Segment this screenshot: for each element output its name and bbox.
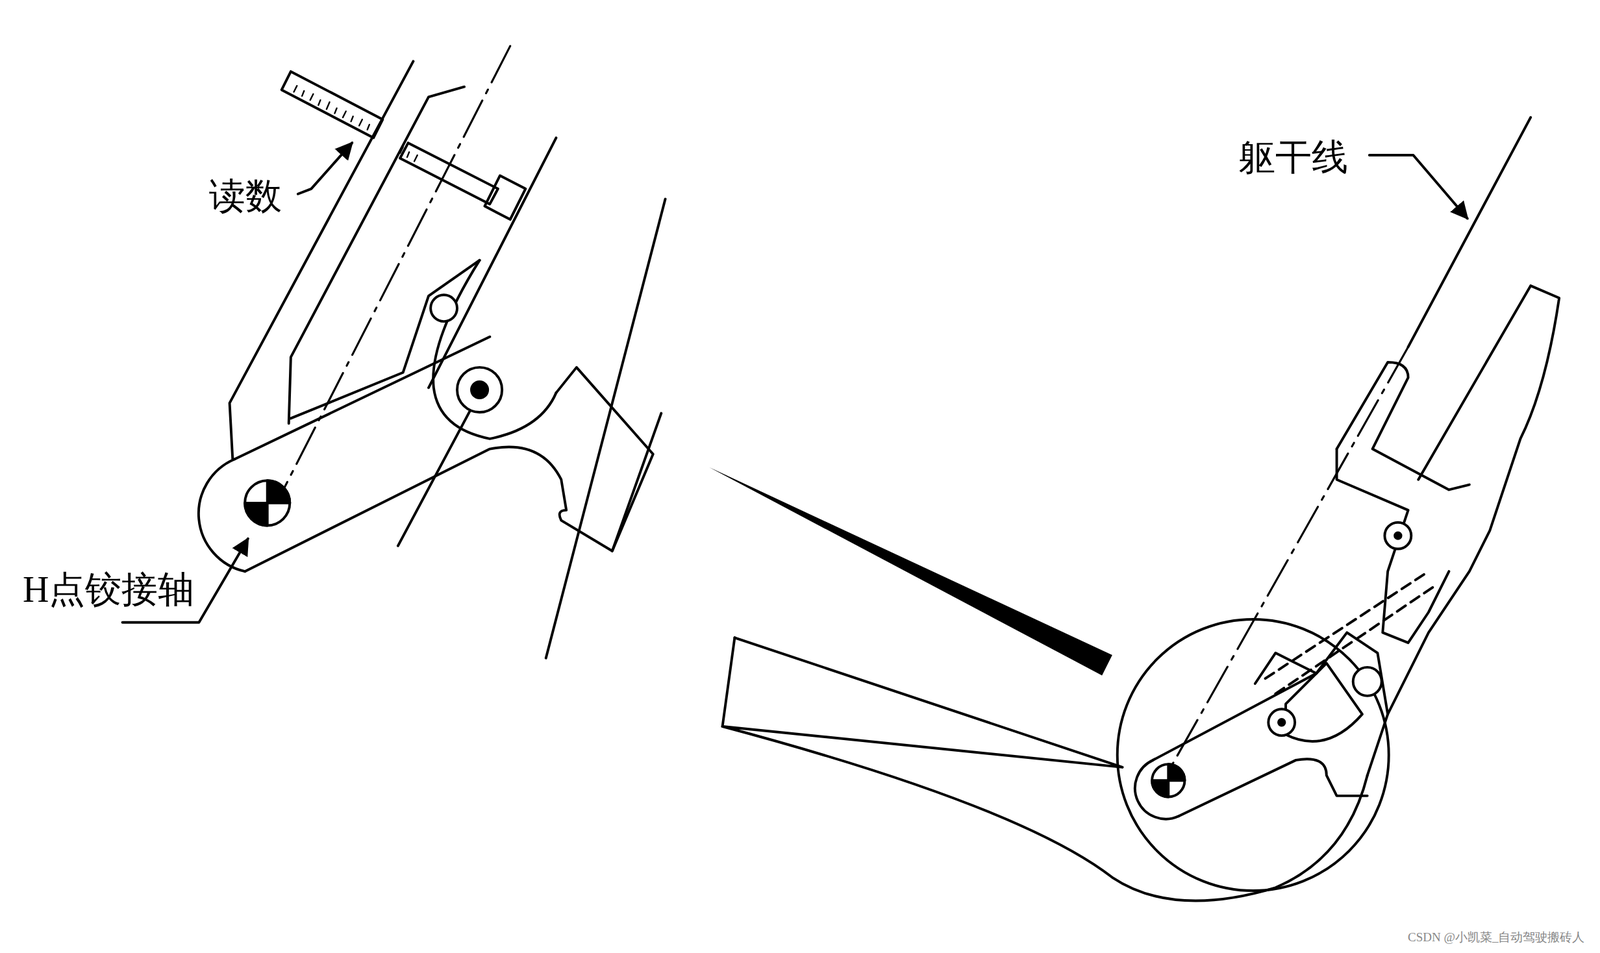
torso-line-label: 躯干线	[1238, 137, 1349, 178]
reading-label: 读数	[209, 176, 282, 217]
h-point-label: H点铰接轴	[22, 570, 195, 611]
watermark: CSDN @小凯菜_自动驾驶搬砖人	[1407, 931, 1585, 945]
